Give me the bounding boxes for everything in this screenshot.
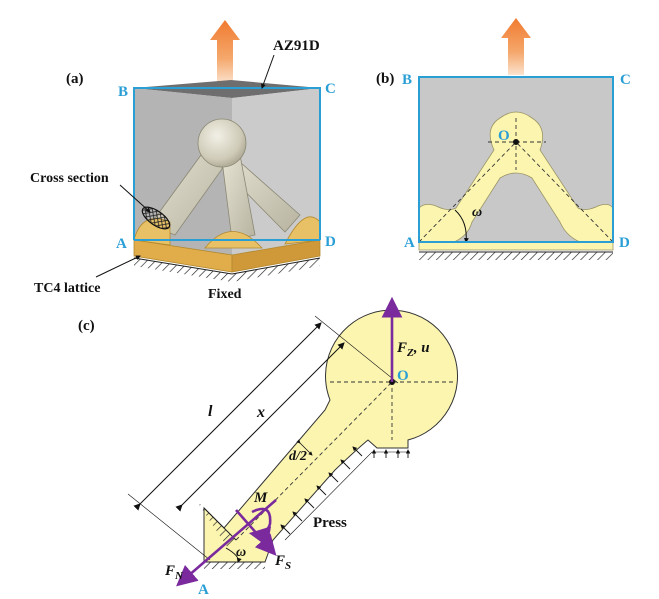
label-m: M — [253, 490, 268, 506]
panel-c: (c) — [78, 296, 459, 598]
label-panel-c: (c) — [78, 318, 95, 334]
fixed-ground-a — [133, 257, 321, 282]
label-fixed: Fixed — [208, 287, 242, 302]
corner-a-a: A — [116, 236, 127, 252]
label-press: Press — [313, 515, 347, 531]
panel-b: (b) B C A D O ω — [376, 18, 631, 260]
tc4-base-right — [231, 239, 321, 273]
frame-b — [418, 76, 614, 243]
label-fz-u: FZ, u — [396, 340, 430, 359]
corner-b-b: B — [402, 72, 412, 88]
ground-hatch-b — [419, 252, 613, 260]
omega-label-c: ω — [236, 545, 246, 560]
omega-arc-b — [454, 209, 469, 243]
corner-c-a: C — [325, 81, 336, 97]
base-strip-b — [418, 241, 614, 251]
force-fn — [176, 499, 277, 587]
panel-a: (a) AZ91D B C A D Cross section TC4 latt… — [30, 20, 336, 302]
half-thickness-dim — [296, 439, 313, 456]
corner-b-a: B — [118, 84, 128, 100]
dimension-lines — [127, 315, 399, 561]
leader-az91d — [261, 54, 275, 89]
corner-d-b: D — [619, 235, 630, 251]
label-panel-b: (b) — [376, 71, 394, 87]
label-panel-a: (a) — [66, 71, 84, 87]
label-l: l — [208, 403, 213, 420]
node-label-o-b: O — [498, 128, 510, 144]
omega-label-b: ω — [472, 205, 482, 220]
corner-c-b: C — [620, 72, 631, 88]
label-d-half: d/2 — [289, 449, 307, 464]
label-fs: FS — [274, 553, 291, 572]
fixed-wall-c — [196, 500, 265, 569]
label-az91d: AZ91D — [273, 38, 320, 54]
corner-a-c: A — [198, 582, 209, 598]
label-tc4-lattice: TC4 lattice — [34, 281, 100, 296]
corner-a-b: A — [404, 235, 415, 251]
label-x: x — [256, 404, 265, 421]
node-label-o-c: O — [397, 368, 409, 384]
leader-cross-section — [119, 184, 151, 213]
label-fn: FN — [164, 563, 184, 582]
corner-d-a: D — [325, 234, 336, 250]
load-arrow-b — [501, 18, 531, 75]
lattice-node-sphere — [197, 118, 247, 168]
moment-m — [248, 507, 272, 547]
omega-arc-c — [225, 547, 242, 563]
leader-tc4 — [95, 255, 141, 278]
frame-a — [133, 87, 321, 241]
load-arrow-a — [210, 20, 240, 84]
label-cross-section: Cross section — [30, 171, 109, 186]
node-o-b — [513, 139, 519, 145]
